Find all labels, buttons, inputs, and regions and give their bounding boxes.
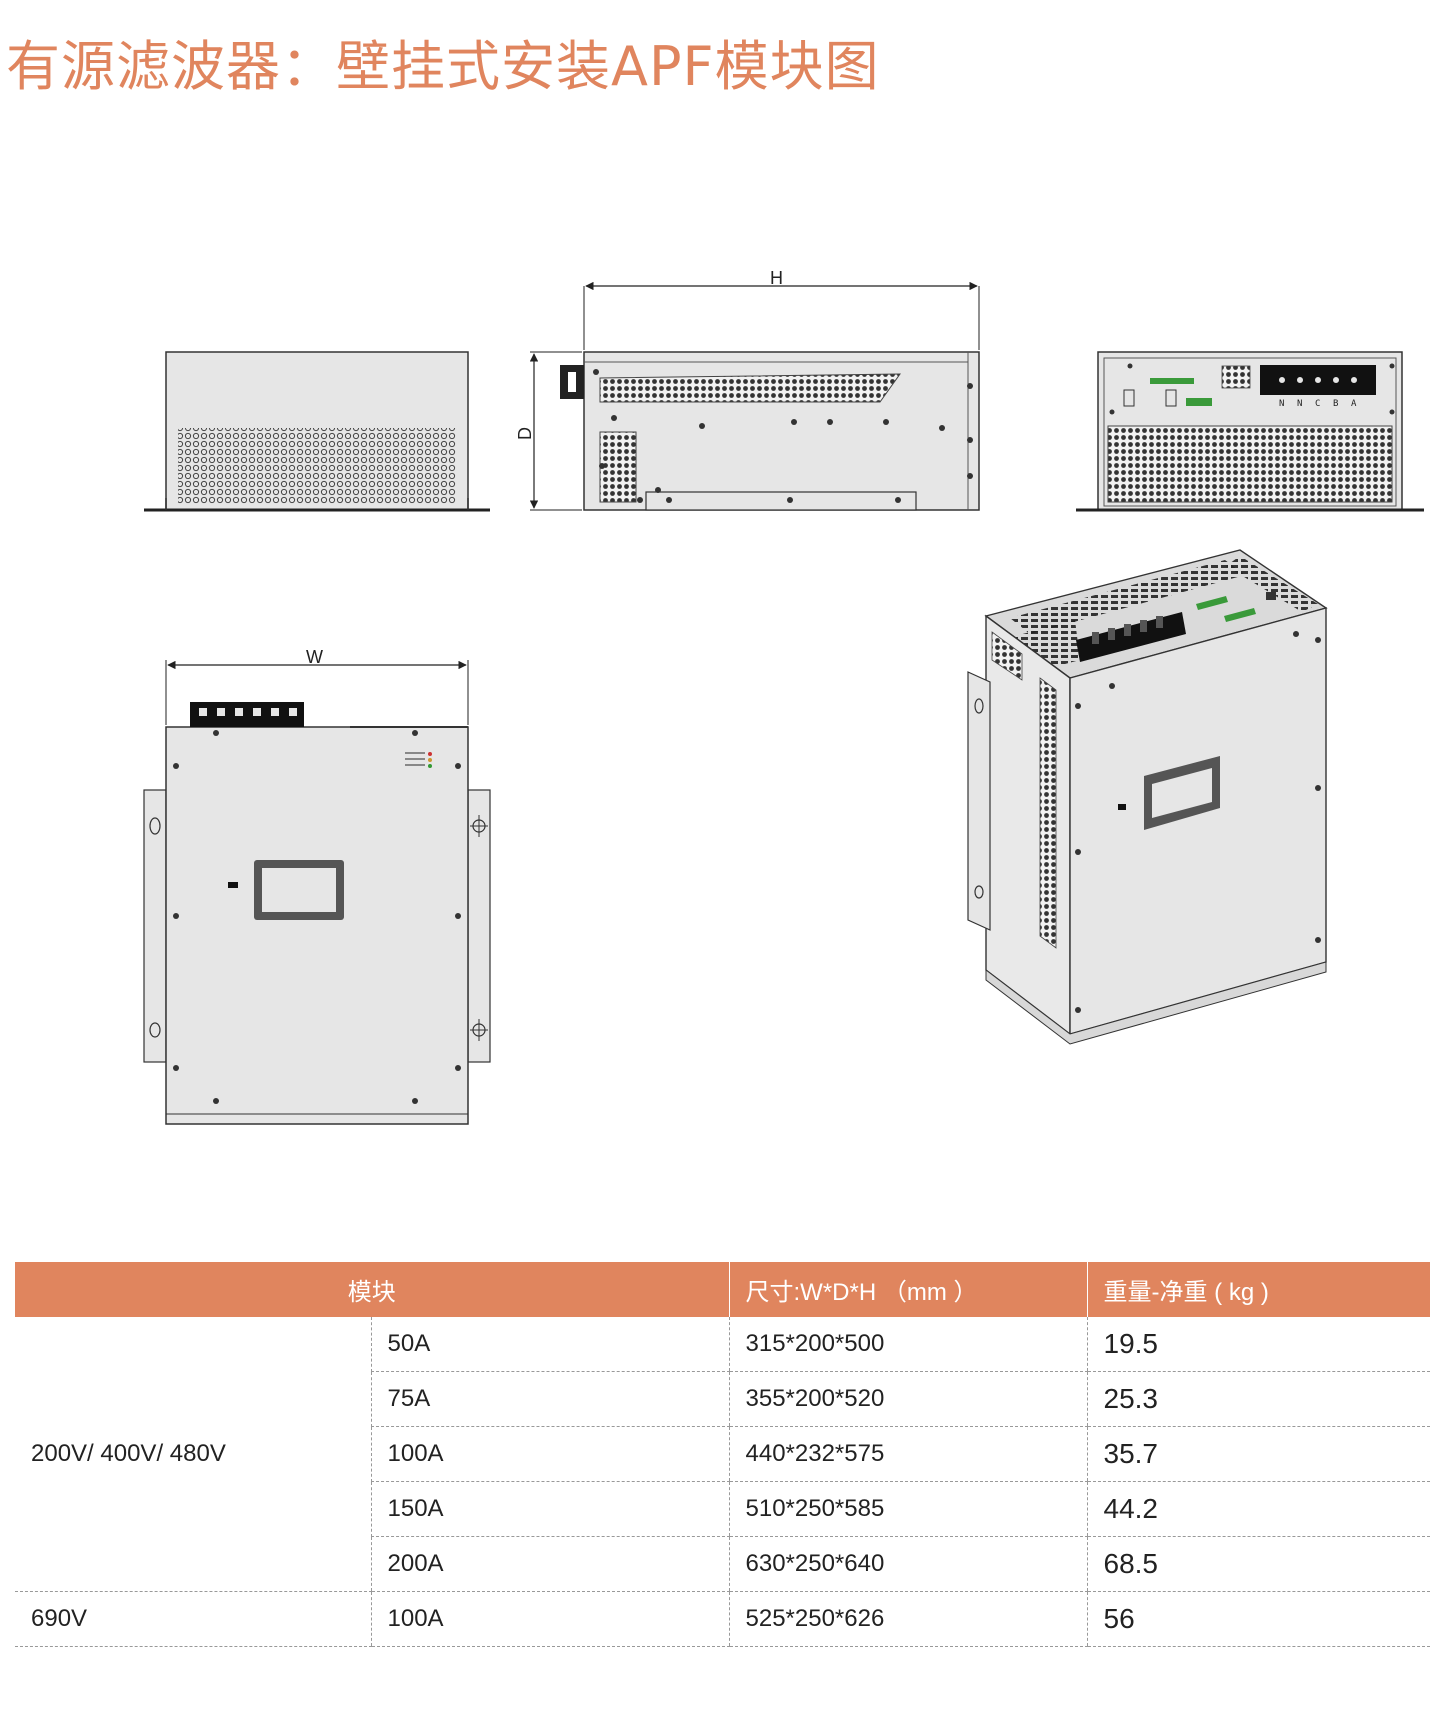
isometric-view	[967, 549, 1328, 1045]
table-row: 200A 630*250*640 68.5	[15, 1536, 1430, 1592]
weight-cell: 44.2	[1086, 1481, 1430, 1537]
size-cell: 355*200*520	[728, 1371, 1087, 1427]
side-view: H D	[515, 268, 980, 511]
size-cell: 630*250*640	[728, 1536, 1087, 1592]
bottom-view: N N C B A	[1076, 351, 1424, 512]
header-weight: 重量-净重 ( kg )	[1086, 1262, 1430, 1317]
dim-h-label: H	[770, 268, 783, 288]
dim-d-label: D	[515, 427, 535, 440]
current-cell: 100A	[370, 1591, 729, 1647]
size-cell: 440*232*575	[728, 1426, 1087, 1482]
dim-w-label: W	[306, 647, 323, 667]
terminal-label-c: C	[1315, 399, 1320, 409]
table-header-row: 模块 尺寸:W*D*H （mm ） 重量-净重 ( kg )	[15, 1262, 1430, 1317]
current-cell: 50A	[370, 1317, 729, 1372]
size-cell: 525*250*626	[728, 1591, 1087, 1647]
size-cell: 315*200*500	[728, 1317, 1087, 1372]
terminal-label-b: B	[1333, 399, 1338, 409]
table-row: 75A 355*200*520 25.3	[15, 1371, 1430, 1427]
weight-cell: 68.5	[1086, 1536, 1430, 1592]
header-size: 尺寸:W*D*H （mm ）	[728, 1262, 1087, 1317]
size-cell: 510*250*585	[728, 1481, 1087, 1537]
terminal-label-n1: N	[1279, 399, 1284, 409]
technical-drawings: H D N N C B A	[143, 268, 1424, 1125]
header-module: 模块	[15, 1262, 729, 1317]
terminal-label-a: A	[1351, 399, 1357, 409]
weight-cell: 35.7	[1086, 1426, 1430, 1482]
current-cell: 100A	[370, 1426, 729, 1482]
spec-table: 模块 尺寸:W*D*H （mm ） 重量-净重 ( kg ) 200V/ 400…	[15, 1262, 1430, 1647]
weight-cell: 56	[1086, 1591, 1430, 1647]
page-title: 有源滤波器：壁挂式安装APF模块图	[6, 35, 880, 98]
table-row: 200V/ 400V/ 480V 50A 315*200*500 19.5	[15, 1317, 1430, 1592]
terminal-labels: N N C B A	[1279, 399, 1357, 409]
terminal-label-n2: N	[1297, 399, 1302, 409]
weight-cell: 25.3	[1086, 1371, 1430, 1427]
weight-cell: 19.5	[1086, 1317, 1430, 1372]
current-cell: 200A	[370, 1536, 729, 1592]
voltage-cell: 200V/ 400V/ 480V	[15, 1317, 371, 1592]
current-cell: 75A	[370, 1371, 729, 1427]
voltage-cell: 690V	[15, 1591, 371, 1647]
table-row: 150A 510*250*585 44.2	[15, 1481, 1430, 1537]
table-row: 100A 440*232*575 35.7	[15, 1426, 1430, 1482]
left-side-view	[144, 351, 490, 512]
current-cell: 150A	[370, 1481, 729, 1537]
front-view: W	[143, 647, 491, 1125]
table-row: 690V 100A 525*250*626 56	[15, 1591, 1430, 1647]
